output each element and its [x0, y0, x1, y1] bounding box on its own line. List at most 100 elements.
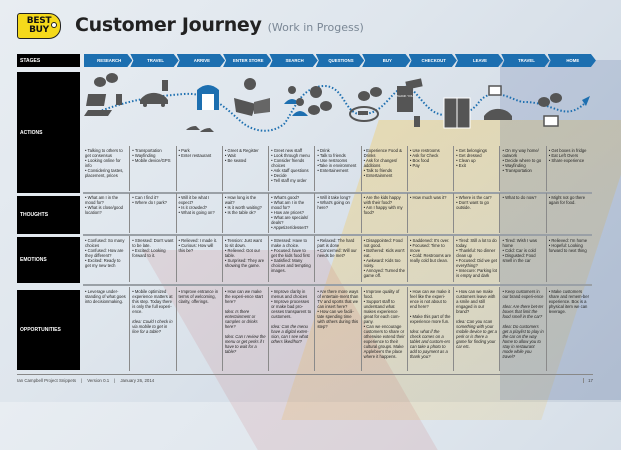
row-label-stages: STAGES [17, 54, 80, 67]
mobile-phone-icon [414, 116, 420, 127]
page-subtitle: (Work in Progess) [267, 20, 364, 34]
emotion-cell: • Tired: Still a lot to do today. • Than… [453, 236, 499, 282]
thought-cell: • What's good? • What am I in the mood f… [268, 193, 314, 233]
opportunity-cell: • Improve clarity in menus and choices •… [268, 287, 314, 371]
logo-text-line1: BEST [26, 16, 52, 26]
emotion-cell: • Relaxed: The hard part is done • Conce… [314, 236, 360, 282]
clock-icon [310, 86, 322, 98]
stage-questions: QUESTIONS [316, 54, 364, 67]
stage-label: CHECKOUT [421, 58, 446, 63]
footer-date: January 26, 2014 [120, 378, 155, 383]
opportunity-idea: Idea: Are there bet-ter boxes that limit… [502, 304, 544, 359]
thought-cell: • Can I find it? • Where do I park? [129, 193, 175, 233]
restaurant-entrance-icon [197, 85, 219, 110]
journey-illustration: THANK YOU [84, 73, 590, 132]
best-buy-logo: BEST BUY [17, 11, 61, 39]
emotion-cell: • Relieved: I made it. • Curious: How wi… [175, 236, 222, 282]
people-icon [284, 86, 308, 116]
stage-checkout: CHECKOUT [409, 54, 457, 67]
speech-bubbles-icon [308, 101, 332, 115]
action-cell: • On my way home/ outwork • Decide where… [499, 146, 545, 191]
emotion-cell: • Stressed: Don't want to be late. • Exc… [129, 236, 175, 282]
opportunity-cell: • Improve entrance in terms of welcoming… [175, 287, 222, 371]
opportunity-text: • Improve quality of food. • Support sta… [363, 289, 405, 359]
stage-label: RESEARCH [97, 58, 122, 63]
action-cell: • Drink • Talk to friends • Use restroom… [314, 146, 360, 191]
opportunity-cell: • Keep customers in our brand experi-enc… [499, 287, 545, 371]
action-cell: • Talking to others to get consensus • L… [85, 148, 124, 178]
speech-bubbles-icon [358, 87, 382, 101]
speech-bubbles-icon [94, 73, 118, 87]
mobile-phone-icon [116, 94, 122, 105]
speech-bubbles-icon [538, 93, 562, 107]
stage-label: QUESTIONS [328, 58, 354, 63]
opportunity-idea: Idea: Could I check in via mobile to get… [132, 319, 173, 334]
opportunities-row: • Leverage under-standing of what goes i… [83, 287, 592, 371]
emotions-row: • Confused: So many choices • Confused: … [83, 236, 592, 282]
opportunity-text: • Keep customers in our brand experi-enc… [502, 289, 544, 299]
action-cell: • Transportation • Wayfinding • Mobile d… [129, 146, 175, 191]
emotion-cell: • Saddened: It's over. • Focused: Time t… [406, 236, 453, 282]
car-icon [484, 108, 512, 120]
footer-author: Ian Campbell Project Snippets [17, 378, 77, 383]
opportunity-text: • Mobile optimized experience matters at… [132, 289, 173, 314]
action-cell: • Use restrooms • Ask for Check • Box fo… [406, 146, 453, 191]
stage-buy: BUY [362, 54, 410, 67]
opportunity-idea: Idea: Can you scan something with your m… [456, 319, 497, 349]
opportunity-text: • Leverage under-standing of what goes i… [85, 289, 126, 304]
clock-icon [244, 78, 256, 90]
tv-icon [543, 115, 559, 127]
logo-text-line2: BUY [29, 25, 49, 35]
emotion-cell: • Disappointed: Food not good. • Bothere… [360, 236, 407, 282]
thought-cell: • Are the kids happy with their food? • … [360, 193, 407, 233]
page-title: Customer Journey [75, 14, 262, 36]
emotion-cell: • Relieved: I'm home • Hopeful: Looking … [545, 236, 592, 282]
car-icon [140, 92, 168, 107]
actions-row: • Talking to others to get consensus • L… [83, 146, 592, 191]
mobile-phone-icon [162, 80, 168, 91]
thought-cell: • Will it take long? • What's going on h… [314, 193, 360, 233]
opportunity-idea: Idea: Is there entertainment or samples … [224, 309, 266, 354]
opportunity-cell: • Mobile optimized experience matters at… [129, 287, 175, 371]
stage-label: ENTER STORE [233, 58, 264, 63]
exit-door-icon [443, 97, 471, 129]
row-label-emotions: EMOTIONS [17, 237, 80, 283]
row-divider [83, 192, 592, 194]
opportunity-text: • Improve entrance in terms of welcoming… [178, 289, 219, 304]
arrow-icon [582, 96, 590, 106]
stage-label: BUY [382, 58, 392, 63]
action-cell: • Greet & Register • Wait • Be seated [221, 146, 268, 191]
stage-search: SEARCH [269, 54, 317, 67]
thought-cell: • How long is the wait? • Is it worth wa… [221, 193, 268, 233]
thought-cell: • Will it be what I expect? • Is it crow… [175, 193, 222, 233]
thank-you-receipt-icon: THANK YOU [396, 78, 423, 112]
laptop-icon [84, 94, 112, 116]
opportunity-idea: Idea: Can the menu have a digital exten-… [271, 324, 309, 344]
stage-label: TRAVEL [517, 58, 535, 63]
opportunity-text: • How can we make it feel like the exper… [409, 289, 451, 324]
opportunity-cell: • Leverage under-standing of what goes i… [83, 287, 129, 371]
row-divider [83, 284, 592, 286]
row-divider [83, 234, 592, 236]
opportunity-cell: • Are there more ways of entertain-ment … [314, 287, 360, 371]
stage-travel: TRAVEL [501, 54, 549, 67]
action-cell: • Experience Food & Drinks • Ask for cha… [360, 146, 407, 191]
stage-home: HOME [548, 54, 596, 67]
action-cell: • Get belongings • Get dressed • Clean u… [453, 146, 499, 191]
opportunity-cell: • How can we make customers leave with a… [453, 287, 499, 371]
row-label-opportunities: OPPORTUNITIES [17, 290, 80, 370]
thank-you-text: THANK YOU [396, 94, 413, 98]
opportunity-text: • Are there more ways of entertain-ment … [317, 289, 359, 329]
action-cell: • Greet new staff • Look through menu • … [268, 146, 314, 191]
plate-icon [349, 106, 379, 122]
journey-path [91, 84, 585, 132]
footer-version: Version 0.1 [87, 378, 110, 383]
opportunity-cell: • Improve quality of food. • Support sta… [360, 287, 407, 371]
tv-icon [488, 85, 502, 96]
row-label-actions: ACTIONS [17, 72, 80, 193]
stage-label: HOME [566, 58, 580, 63]
stage-label: TRAVEL [147, 58, 164, 63]
thought-cell: • How much was it? [406, 193, 453, 233]
opportunity-cell: • How can we make it feel like the exper… [406, 287, 453, 371]
